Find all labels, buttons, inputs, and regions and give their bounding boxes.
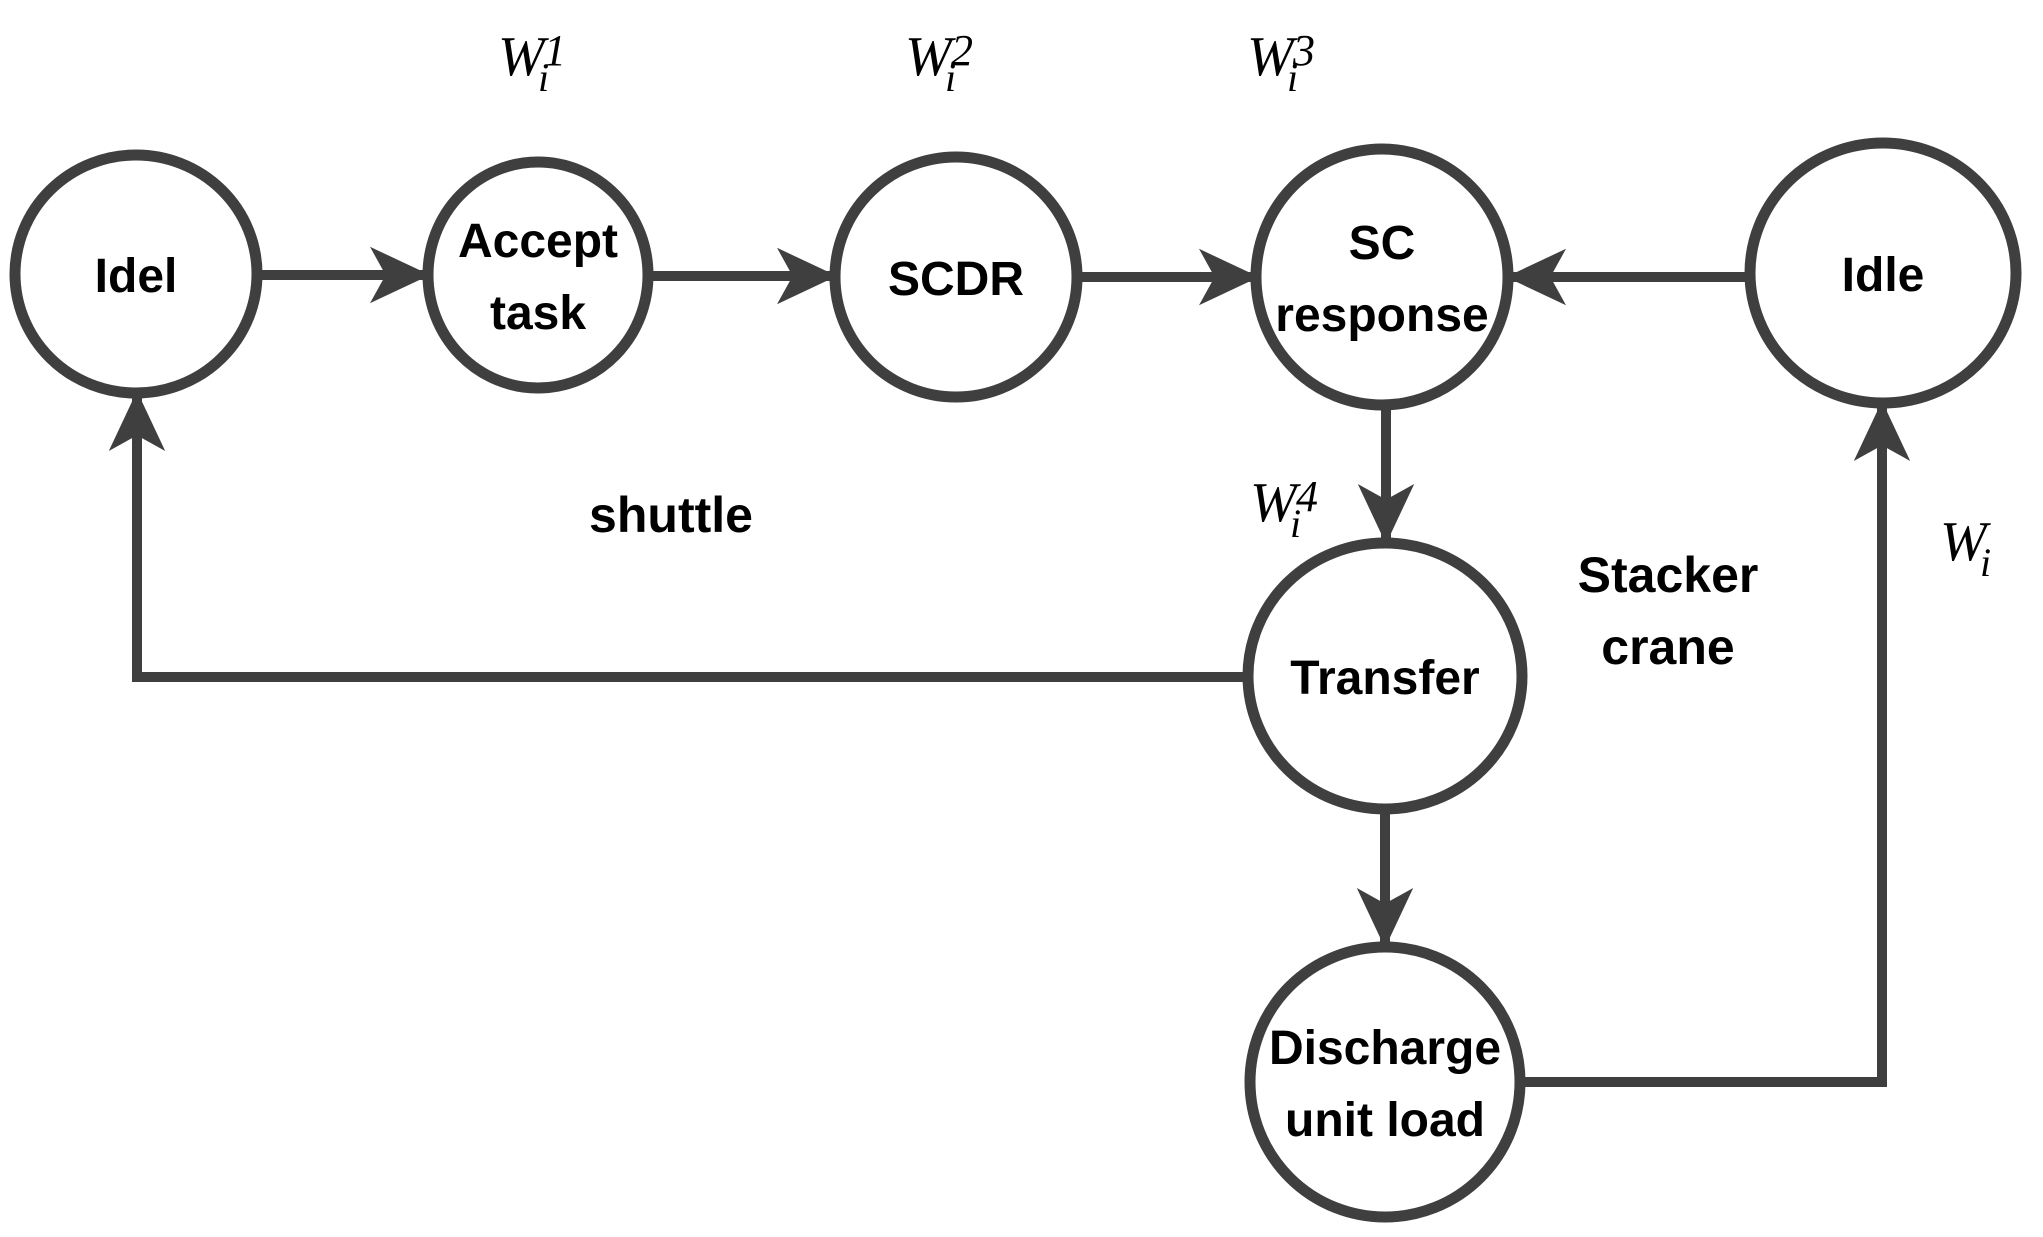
stacker-crane-label: Stacker crane xyxy=(1578,547,1759,675)
w2-label-superscript: 2 xyxy=(951,26,973,75)
node-sc-response-circle xyxy=(1250,143,1514,411)
node-accept-task-circle xyxy=(422,156,654,394)
node-scdr-circle xyxy=(829,151,1083,403)
w2-label-base: W xyxy=(905,26,956,88)
wi-label-base: W xyxy=(1940,511,1991,573)
node-shuttle-idle-circle xyxy=(9,149,263,399)
node-transfer: Transfer xyxy=(1242,537,1528,815)
node-accept-task-label-line1: Accept xyxy=(458,215,618,268)
shuttle-label-line1: shuttle xyxy=(589,487,753,543)
node-crane-idle: Idle xyxy=(1744,137,2022,409)
w3-label-base: W xyxy=(1247,26,1298,88)
w1-label-superscript: 1 xyxy=(544,26,566,75)
node-sc-response-label-line1: SC xyxy=(1349,217,1416,270)
node-sc-response-label-line2: response xyxy=(1275,289,1488,342)
node-scdr-label-line1: SCDR xyxy=(888,253,1024,306)
node-discharge-unit-load: Discharge unit load xyxy=(1244,941,1526,1223)
node-shuttle-idle-label-line1: Idel xyxy=(95,250,178,303)
wi-label-subscript: i xyxy=(1980,540,1991,585)
node-shuttle-idle: Idel xyxy=(9,149,263,399)
node-crane-idle-label-line1: Idle xyxy=(1842,249,1925,302)
node-transfer-label-line1: Transfer xyxy=(1290,652,1479,705)
node-discharge-unit-load-label-line1: Discharge xyxy=(1269,1022,1501,1075)
w3-label-superscript: 3 xyxy=(1292,26,1315,75)
wi-label: Wi xyxy=(1940,511,1991,585)
w2-label-subscript: i xyxy=(945,55,956,100)
w4-label-superscript: 4 xyxy=(1296,472,1318,521)
edge-discharge-to-idle xyxy=(1521,401,1911,1087)
node-transfer-circle xyxy=(1242,537,1528,815)
w1-label-base: W xyxy=(498,26,549,88)
node-scdr: SCDR xyxy=(829,151,1083,403)
edge-transfer-to-idel xyxy=(108,391,1247,682)
w4-label-subscript: i xyxy=(1290,501,1301,546)
w4-label-base: W xyxy=(1250,472,1301,534)
node-accept-task-label-line2: task xyxy=(490,287,586,340)
node-accept-task: Accept task xyxy=(422,156,654,394)
w3-label-subscript: i xyxy=(1287,55,1298,100)
nodes-layer: Idel Accept task SCDR SC response IdleTransfer… xyxy=(9,137,2022,1223)
edges-layer xyxy=(108,246,1911,1087)
stacker-crane-label-line1: Stacker xyxy=(1578,547,1759,603)
w1-label-subscript: i xyxy=(538,55,549,100)
node-discharge-unit-load-label-line2: unit load xyxy=(1285,1094,1485,1147)
shuttle-label: shuttle xyxy=(589,487,753,543)
node-discharge-unit-load-circle xyxy=(1244,941,1526,1223)
stacker-crane-label-line2: crane xyxy=(1601,619,1734,675)
node-sc-response: SC response xyxy=(1250,143,1514,411)
node-crane-idle-circle xyxy=(1744,137,2022,409)
